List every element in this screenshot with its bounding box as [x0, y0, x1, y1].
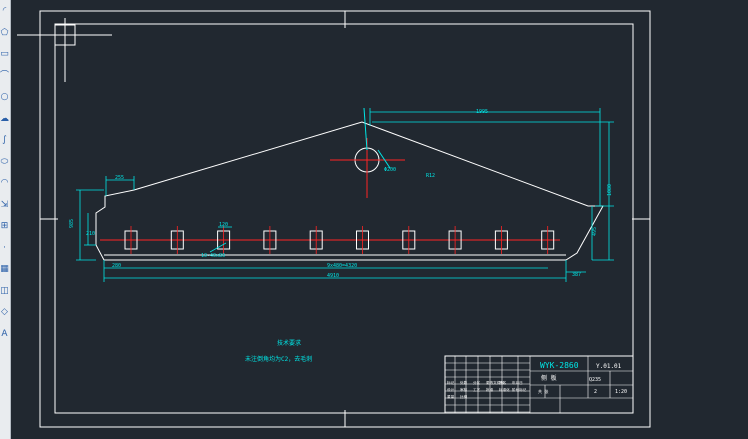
scale: 1:20: [615, 389, 627, 395]
dim-slot-pitch: 9x480=4320: [327, 263, 357, 269]
polygon-icon[interactable]: ⬠: [0, 27, 9, 38]
draw-toolbar: ◜ ⬠ ▭ ⌒ ○ ☁ ∫ ⬭ ◠ ⇲ ⊞ · ▦ ◫ ◇ A: [0, 0, 11, 439]
radius-label: R12: [426, 173, 435, 179]
rectangle-icon[interactable]: ▭: [0, 49, 9, 59]
ellipse-arc-icon[interactable]: ◠: [0, 178, 9, 188]
center-hole: Φ200 R12: [330, 107, 435, 198]
dim-top-width: 1995: [476, 109, 488, 115]
ellipse-icon[interactable]: ⬭: [0, 156, 9, 167]
centering-marks: [40, 11, 650, 427]
material: Q235: [589, 377, 601, 383]
dim-slot-width: 120: [219, 222, 228, 228]
title-block-label: 标记: [447, 380, 455, 385]
title-block-label: 工艺: [473, 387, 481, 392]
title-block-label: 更改文件号: [486, 380, 504, 385]
text-icon[interactable]: A: [1, 328, 8, 339]
drawing-number: Y.01.01: [596, 363, 622, 370]
insert-block-icon[interactable]: ⇲: [0, 199, 9, 210]
revision-cloud-icon[interactable]: ☁: [0, 113, 9, 124]
dim-left-height: 985: [69, 219, 75, 228]
title-block-label: 审核: [460, 387, 468, 392]
part-name: 侧 板: [541, 374, 557, 382]
title-block-label: 分区: [473, 380, 481, 385]
region-icon[interactable]: ◇: [1, 307, 8, 317]
dim-top-left: 255: [115, 175, 124, 181]
circle-icon[interactable]: ○: [0, 92, 9, 102]
part-outline: [95, 121, 604, 261]
spline-icon[interactable]: ∫: [2, 135, 7, 145]
dim-right-offset: 387: [572, 272, 581, 278]
hole-diameter-label: Φ200: [384, 167, 396, 173]
arc-tool-icon[interactable]: ⌒: [0, 70, 10, 81]
title-block-label: 处数: [460, 380, 468, 385]
gradient-icon[interactable]: ◫: [0, 285, 9, 296]
quantity: 2: [594, 389, 597, 395]
title-block-label: 比例: [460, 394, 468, 399]
sheet-inner-frame: [54, 23, 634, 414]
sheet-count: 共 张: [538, 388, 548, 394]
arc-icon[interactable]: ◜: [2, 6, 7, 16]
drawing-name: WYK-2860: [540, 361, 579, 370]
title-block-label: 标准化: [499, 387, 510, 392]
crosshair-cursor: [17, 18, 112, 82]
dim-slot-note: 10-40x80: [201, 253, 225, 259]
title-block-label: 年月日: [512, 380, 523, 385]
title-block-label: 阶段标记: [512, 387, 527, 392]
title-block-label: 签名: [499, 380, 507, 385]
make-block-icon[interactable]: ⊞: [0, 221, 9, 231]
title-block-label: 设计: [447, 387, 455, 392]
dim-right-height: 1080: [607, 184, 613, 196]
dimension-lines: [76, 108, 614, 282]
tech-note-title: 技术要求: [277, 339, 301, 347]
point-icon[interactable]: ·: [3, 242, 6, 253]
dimension-texts: 1995 255 985 210 1080 495 9x480=4320 491…: [69, 109, 613, 279]
dim-right-inner: 495: [592, 227, 598, 236]
tech-note-body: 未注倒角均为C2，去毛刺: [245, 355, 312, 363]
dim-overall-length: 4910: [327, 273, 339, 279]
hatch-icon[interactable]: ▦: [0, 264, 9, 274]
slot-row: [124, 226, 555, 254]
title-block-label: 重量: [447, 394, 455, 399]
dim-left-offset: 280: [112, 263, 121, 269]
title-block-label: 批准: [486, 387, 494, 392]
dim-left-small: 210: [86, 231, 95, 237]
title-block: WYK-2860 Y.01.01 侧 板 Q235 2 1:20 共 张 标记处…: [444, 355, 634, 414]
